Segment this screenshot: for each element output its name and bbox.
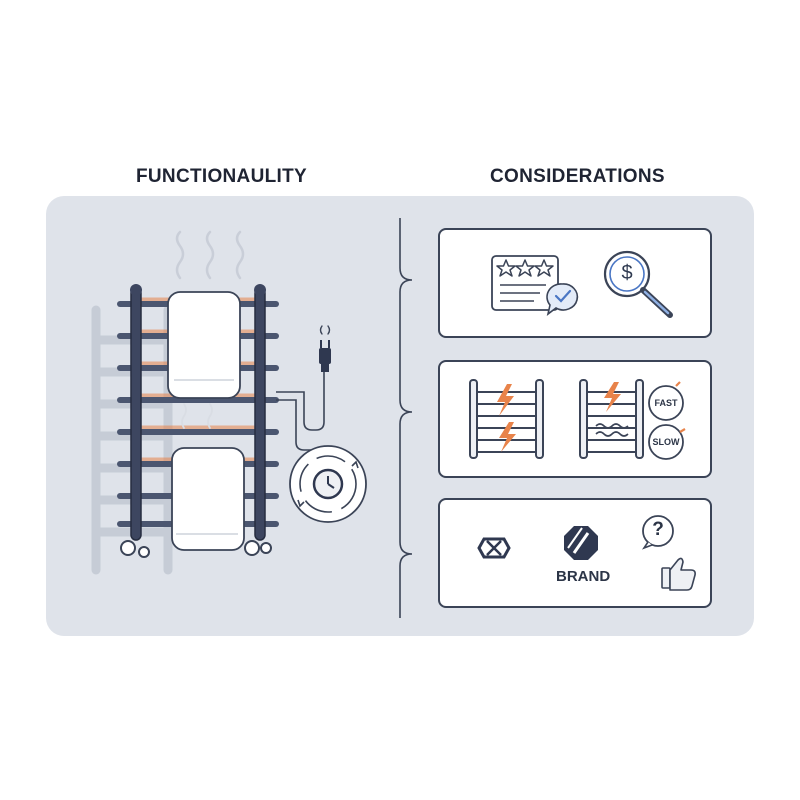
brand-label: BRAND xyxy=(556,568,611,585)
dollar-sign-label: $ xyxy=(621,262,633,284)
considerations-heading: CONSIDERATIONS xyxy=(490,166,665,187)
reviews-price-card xyxy=(438,228,712,338)
functionality-heading: FUNCTIONAULITY xyxy=(136,166,307,187)
fast-label: FAST xyxy=(654,398,678,408)
slow-label: SLOW xyxy=(652,437,680,447)
question-label: ? xyxy=(652,519,664,540)
